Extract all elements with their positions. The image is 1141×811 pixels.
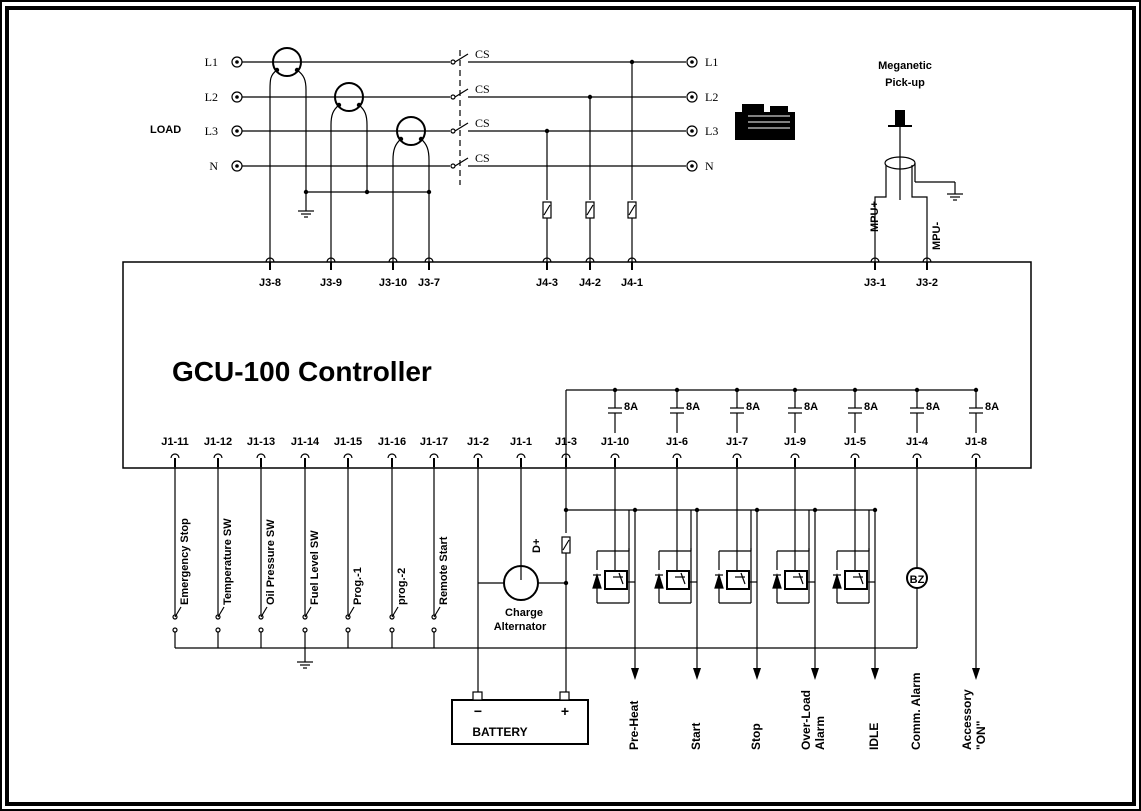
terminal-j1-11: J1-11 xyxy=(161,436,189,448)
terminal-j1-14: J1-14 xyxy=(291,436,320,448)
phase-left-label: L1 xyxy=(205,55,218,69)
terminal-j1-7: J1-7 xyxy=(726,436,748,448)
pickup-label: Meganetic xyxy=(878,60,932,72)
output-label: Accessory xyxy=(960,689,974,750)
fuse-rating: 8A xyxy=(686,401,700,413)
controller-title: GCU-100 Controller xyxy=(172,356,432,387)
phase-right-label: L3 xyxy=(705,124,718,138)
battery-label: BATTERY xyxy=(472,725,527,739)
terminal-j1-15: J1-15 xyxy=(334,436,362,448)
input-label: Fuel Level SW xyxy=(309,530,321,605)
terminal-j3-1: J3-1 xyxy=(864,277,886,289)
terminal-j1-6: J1-6 xyxy=(666,436,688,448)
terminal-j1-2: J1-2 xyxy=(467,436,489,448)
terminal-j4-2: J4-2 xyxy=(579,277,601,289)
fuse-rating: 8A xyxy=(746,401,760,413)
terminal-j1-10: J1-10 xyxy=(601,436,629,448)
terminal-j1-5: J1-5 xyxy=(844,436,866,448)
terminal-j4-3: J4-3 xyxy=(536,277,558,289)
output-label: Start xyxy=(689,723,703,750)
cs-label: CS xyxy=(475,47,490,61)
phase-right-label: N xyxy=(705,159,714,173)
cs-label: CS xyxy=(475,82,490,96)
output-label: IDLE xyxy=(867,723,881,750)
phase-left-label: L2 xyxy=(205,90,218,104)
terminal-j3-10: J3-10 xyxy=(379,277,407,289)
cs-label: CS xyxy=(475,116,490,130)
input-label: Remote Start xyxy=(438,536,450,605)
output-label: Comm. Alarm xyxy=(909,672,923,750)
terminal-j3-7: J3-7 xyxy=(418,277,440,289)
relay-icon xyxy=(844,570,868,590)
cs-label: CS xyxy=(475,151,490,165)
alternator-terminal: D+ xyxy=(531,539,543,553)
terminal-j1-1: J1-1 xyxy=(510,436,532,448)
relay-icon xyxy=(784,570,808,590)
pickup-label: Pick-up xyxy=(885,77,925,89)
fuse-rating: 8A xyxy=(864,401,878,413)
output-label: Pre-Heat xyxy=(627,701,641,750)
mpu-minus-label: MPU- xyxy=(931,222,943,250)
terminal-j1-12: J1-12 xyxy=(204,436,232,448)
terminal-j1-3: J1-3 xyxy=(555,436,577,448)
phase-right-label: L1 xyxy=(705,55,718,69)
relay-icon xyxy=(666,570,690,590)
buzzer-label: BZ xyxy=(910,574,925,586)
terminal-j3-9: J3-9 xyxy=(320,277,342,289)
relay-icon xyxy=(604,570,628,590)
phase-left-label: L3 xyxy=(205,124,218,138)
terminal-j1-8: J1-8 xyxy=(965,436,987,448)
phase-left-label: N xyxy=(209,159,218,173)
terminal-j1-13: J1-13 xyxy=(247,436,275,448)
output-label: Over-Load xyxy=(799,690,813,750)
terminal-j1-4: J1-4 xyxy=(906,436,929,448)
fuse-rating: 8A xyxy=(985,401,999,413)
input-label: Oil Pressure SW xyxy=(265,519,277,605)
output-label: Alarm xyxy=(813,716,827,750)
fuse-rating: 8A xyxy=(624,401,638,413)
load-label: LOAD xyxy=(150,124,181,136)
output-label: Stop xyxy=(749,723,763,750)
terminal-j3-8: J3-8 xyxy=(259,277,281,289)
input-label: Emergency Stop xyxy=(179,518,191,605)
terminal-j4-1: J4-1 xyxy=(621,277,643,289)
fuse-rating: 8A xyxy=(804,401,818,413)
input-label: Prog.-1 xyxy=(352,567,364,605)
controller-box xyxy=(122,261,1032,469)
output-label: "ON" xyxy=(974,721,988,750)
battery-plus: + xyxy=(561,703,569,719)
mpu-plus-label: MPU+ xyxy=(869,201,881,232)
terminal-j1-9: J1-9 xyxy=(784,436,806,448)
alternator-label: Alternator xyxy=(494,621,547,633)
input-label: Temperature SW xyxy=(222,518,234,605)
relay-icon xyxy=(726,570,750,590)
battery-minus: − xyxy=(474,703,482,719)
terminal-j1-17: J1-17 xyxy=(420,436,448,448)
alternator-label: Charge xyxy=(505,607,543,619)
terminal-j3-2: J3-2 xyxy=(916,277,938,289)
fuse-rating: 8A xyxy=(926,401,940,413)
battery xyxy=(451,699,589,745)
terminal-j1-16: J1-16 xyxy=(378,436,406,448)
input-label: prog.-2 xyxy=(396,568,408,605)
phase-right-label: L2 xyxy=(705,90,718,104)
